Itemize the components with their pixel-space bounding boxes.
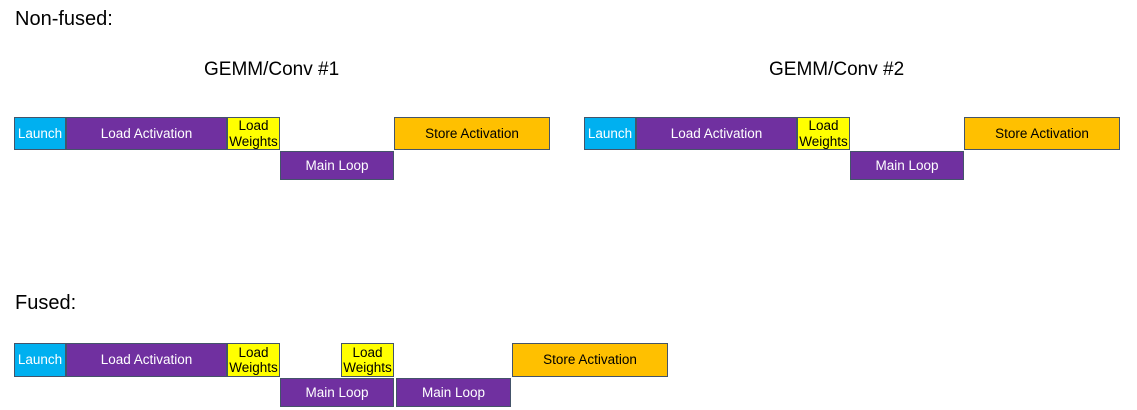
block-load-weights: Load Weights	[227, 343, 280, 377]
block-load-weights: Load Weights	[227, 117, 280, 150]
block-load-activation: Load Activation	[636, 117, 797, 150]
section-heading-fused: Fused:	[15, 292, 77, 314]
block-launch: Launch	[584, 117, 636, 150]
block-store-activation: Store Activation	[394, 117, 550, 150]
group-title-gemm-conv-2: GEMM/Conv #2	[769, 59, 905, 80]
block-load-activation: Load Activation	[66, 117, 227, 150]
block-main-loop: Main Loop	[396, 378, 511, 407]
block-main-loop: Main Loop	[280, 151, 394, 180]
block-load-weights: Load Weights	[341, 343, 394, 377]
block-load-activation: Load Activation	[66, 343, 227, 377]
group-title-gemm-conv-1: GEMM/Conv #1	[204, 59, 340, 80]
block-launch: Launch	[14, 343, 66, 377]
block-main-loop: Main Loop	[850, 151, 964, 180]
block-launch: Launch	[14, 117, 66, 150]
block-store-activation: Store Activation	[512, 343, 668, 377]
section-heading-non-fused: Non-fused:	[15, 8, 113, 30]
block-main-loop: Main Loop	[280, 378, 394, 407]
block-store-activation: Store Activation	[964, 117, 1120, 150]
block-load-weights: Load Weights	[797, 117, 850, 150]
